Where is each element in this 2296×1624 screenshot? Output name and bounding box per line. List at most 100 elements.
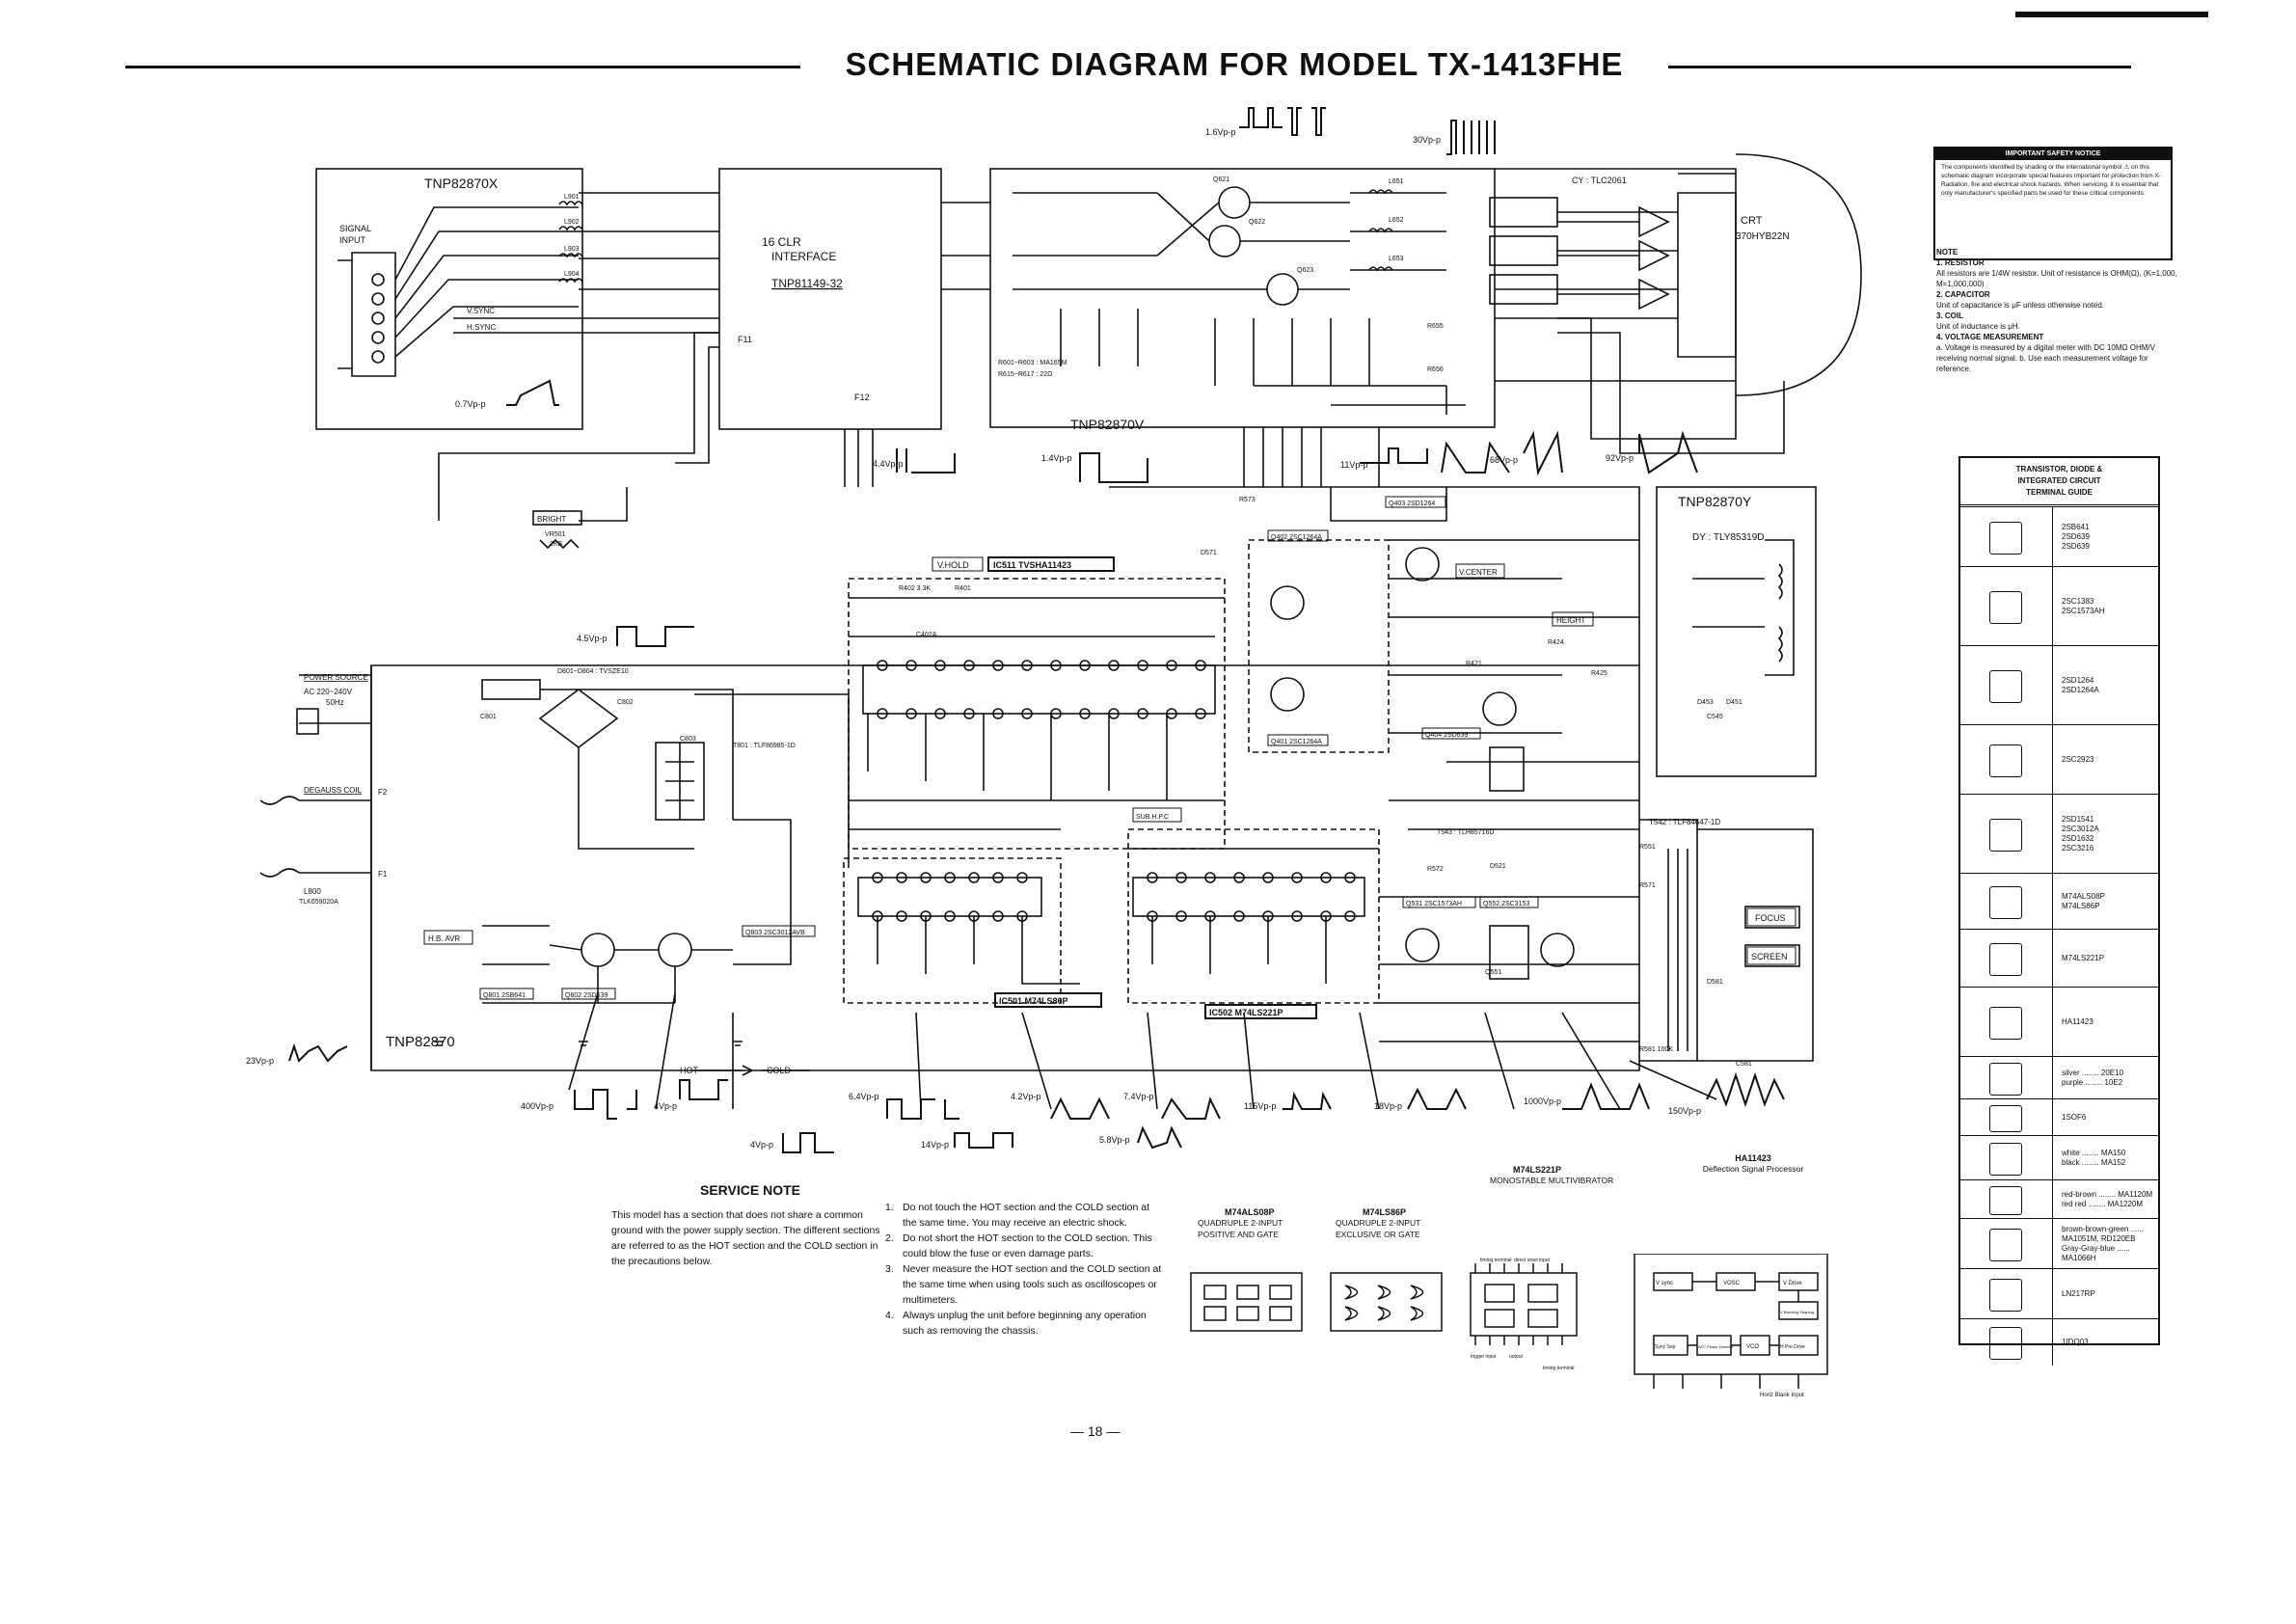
- focus-label: FOCUS: [1755, 913, 1786, 923]
- m74ls221p-pin-3: trigger input: [1471, 1354, 1497, 1360]
- row-divider: [2052, 874, 2053, 930]
- gate-1-sub-1: QUADRUPLE 2-INPUT: [1198, 1218, 1283, 1228]
- component-d453: D453: [1697, 699, 1714, 706]
- part-number: MA1066H: [2062, 1254, 2096, 1262]
- signal-input-label: SIGNAL: [339, 224, 371, 233]
- part-number: 2SC3216: [2062, 844, 2094, 853]
- component-outline-icon: [1989, 522, 2022, 555]
- terminal-guide-part-list: HA11423: [2062, 1017, 2093, 1027]
- component-q801: Q801 2SB641: [483, 992, 526, 999]
- component-d571: D571: [1201, 550, 1217, 556]
- part-number: HA11423: [2062, 1017, 2093, 1026]
- part-number: black ........ MA152: [2062, 1158, 2126, 1167]
- service-note-item: 2.Do not short the HOT section to the CO…: [885, 1232, 1152, 1259]
- ha11423-block-3: V Drive: [1783, 1281, 1802, 1286]
- page-number: — 18 —: [1070, 1423, 1121, 1439]
- component-outline-icon: [1989, 591, 2022, 624]
- component-outline-icon: [1989, 819, 2022, 852]
- m74ls221p-pin-2: direct reset input: [1514, 1258, 1551, 1263]
- terminal-guide-row: HA11423: [1960, 987, 2158, 1057]
- gate-ha11423: HA11423 Deflection Signal Processor: [1676, 1153, 1830, 1175]
- component-outline-icon: [1989, 670, 2022, 703]
- component-l651: L651: [1389, 178, 1404, 185]
- part-number: 1IDQ03: [2062, 1338, 2089, 1346]
- component-d801: D801~D804 : TVSZE10: [557, 668, 629, 675]
- component-q531: Q531 2SC1573AH: [1406, 901, 1462, 907]
- waveform-label-17: 18Vp-p: [1374, 1101, 1402, 1111]
- gate-diagrams: V sync VOSC V Drive V Blanking Shaping S…: [1190, 1254, 1828, 1398]
- component-outline-icon: [1989, 1279, 2022, 1312]
- degauss-label: DEGAUSS COIL: [304, 786, 363, 795]
- gate-m74ls86p: M74LS86P QUADRUPLE 2-INPUT EXCLUSIVE OR …: [1336, 1207, 1420, 1240]
- component-r425: R425: [1591, 670, 1607, 677]
- part-number: brown-brown-green ......: [2062, 1225, 2144, 1233]
- component-q622: Q622: [1249, 219, 1265, 226]
- waveform-label-13: 6.4Vp-p: [849, 1092, 879, 1101]
- component-r421: R421: [1466, 661, 1482, 667]
- interface-label-2: INTERFACE: [771, 250, 836, 263]
- component-r573: R573: [1239, 497, 1256, 503]
- corner-mark: [2015, 12, 2208, 17]
- note-2-title: 2. CAPACITOR: [1936, 290, 1990, 299]
- component-r402: R402 3.3K: [899, 585, 931, 592]
- component-outline-icon: [1989, 744, 2022, 777]
- t542-label: T542 : TLF84647-1D: [1649, 818, 1720, 826]
- part-number: 2SD1264: [2062, 676, 2094, 685]
- waveform-label-3: 0.7Vp-p: [455, 399, 486, 409]
- hot-label: HOT: [680, 1066, 699, 1075]
- t801-label: T801 : TLF86985-1D: [733, 743, 796, 749]
- component-r656: R656: [1427, 366, 1444, 373]
- f2-label: F2: [378, 788, 388, 797]
- service-note-item: 3.Never measure the HOT section and the …: [885, 1263, 1162, 1306]
- t543-label: T543 : TLH85716D: [1437, 829, 1494, 836]
- height-label: HEIGHT: [1556, 616, 1585, 625]
- terminal-guide-row: 1IDQ03: [1960, 1318, 2158, 1366]
- component-r615: R615~R617 : 22Ω: [998, 371, 1052, 378]
- board-outline-main-top: [1109, 486, 1640, 665]
- waveform-label-19: 150Vp-p: [1668, 1106, 1701, 1116]
- row-divider: [2052, 988, 2053, 1057]
- component-l904: L904: [564, 271, 580, 278]
- component-c402a: C402A: [916, 632, 937, 638]
- board-outline-signal: [315, 168, 583, 430]
- signal-input-label-2: INPUT: [339, 235, 366, 245]
- part-number: 2SD639: [2062, 532, 2090, 541]
- bright-label: BRIGHT: [537, 515, 566, 524]
- waveform-label-18: 1000Vp-p: [1524, 1096, 1561, 1106]
- row-divider: [2052, 1319, 2053, 1366]
- f1-label: F1: [378, 870, 388, 879]
- terminal-guide-row: 1SOF6: [1960, 1098, 2158, 1136]
- component-q551: Q551: [1485, 969, 1501, 976]
- gate-3-name: M74LS221P: [1513, 1165, 1562, 1175]
- note-4-body: a. Voltage is measured by a digital mete…: [1936, 343, 2155, 373]
- component-c803: C803: [680, 736, 696, 743]
- component-q402: Q402 2SC1264A: [1271, 534, 1322, 541]
- title-row: SCHEMATIC DIAGRAM FOR MODEL TX-1413FHE: [125, 46, 2131, 85]
- service-note-intro: This model has a section that does not s…: [611, 1209, 880, 1267]
- gate-4-name: HA11423: [1735, 1153, 1771, 1163]
- m74ls221p-pin-1: timing terminal: [1480, 1258, 1512, 1263]
- notes: NOTE 1. RESISTOR All resistors are 1/4W …: [1936, 247, 2177, 374]
- terminal-guide-part-list: brown-brown-green ......MA1051M, RD120EB…: [2062, 1225, 2144, 1263]
- part-number: 2SD1632: [2062, 834, 2094, 843]
- component-r581: R581 100K: [1639, 1046, 1673, 1053]
- terminal-guide-heading-3: TERMINAL GUIDE: [2026, 488, 2093, 497]
- board-label-interface: TNP81149-32: [771, 277, 843, 290]
- gate-m74als08p: M74ALS08P QUADRUPLE 2-INPUT POSITIVE AND…: [1198, 1207, 1283, 1240]
- waveform-label-5: 1.4Vp-p: [1041, 453, 1072, 463]
- l800-part: TLK659020A: [299, 899, 338, 906]
- hb-avr-label: H.B. AVR: [428, 934, 460, 943]
- part-number: white ........ MA150: [2062, 1149, 2126, 1157]
- ha11423-block-6: AFC Phase Detector: [1698, 1344, 1734, 1349]
- note-2-body: Unit of capacitance is μF unless otherwi…: [1936, 301, 2105, 310]
- waveform-label-4: 4.4Vp-p: [873, 459, 904, 469]
- screen-label: SCREEN: [1751, 952, 1788, 961]
